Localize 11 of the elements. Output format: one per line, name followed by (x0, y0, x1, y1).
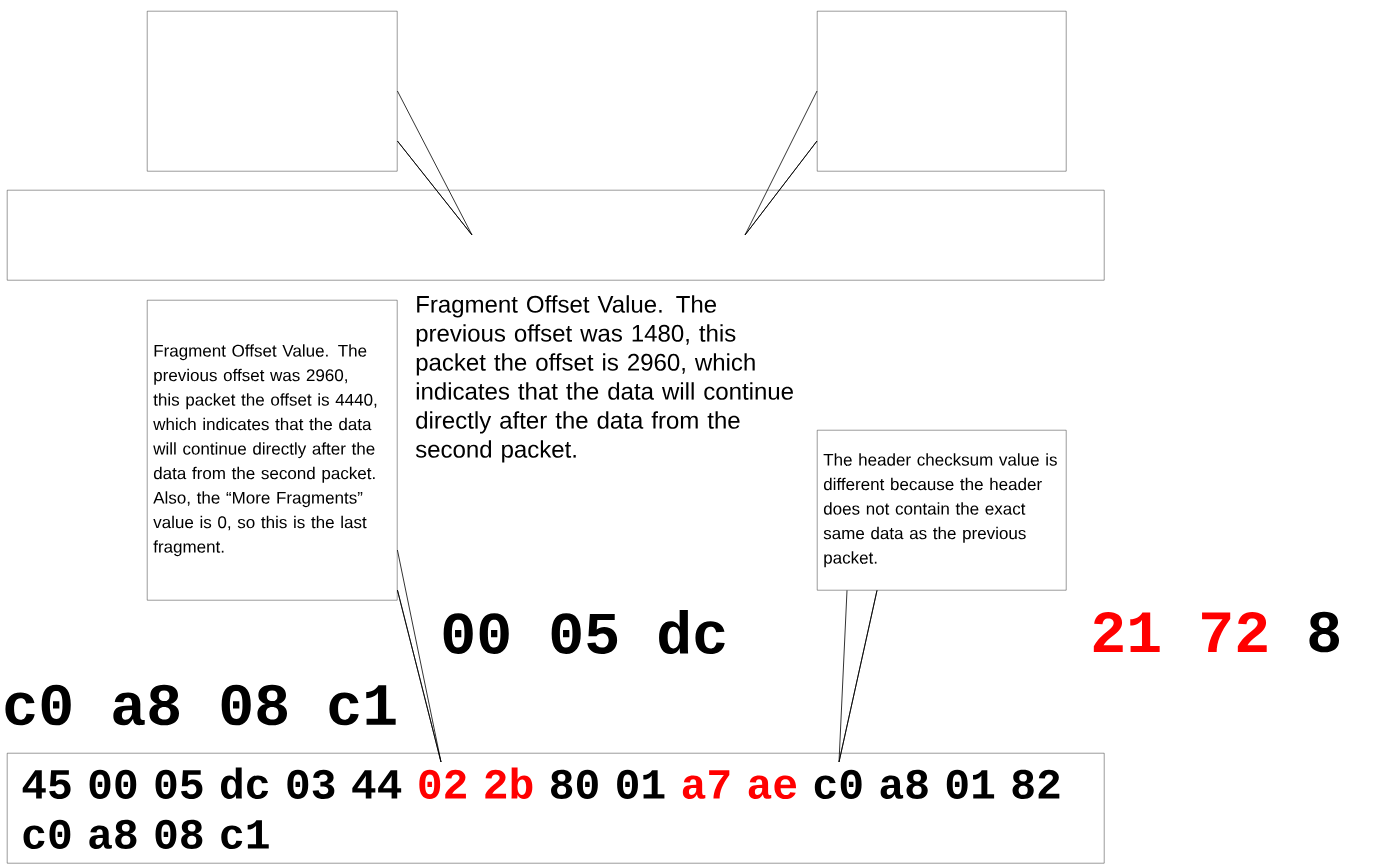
hex-bytes: 8 (1309, 611, 1340, 653)
callout-box: Fragment Offset Value. The previous offset was 2960, this packet the offset is 4440, which indicates that the data will continue directly after the data from the second packet. Also, the “More Fragments” value is 0, so this is the last fragment. (147, 300, 398, 601)
hex-bytes: 21 72 (1093, 611, 1267, 653)
callout-box (147, 11, 398, 172)
hex-bytes: c0 a8 08 c1 (5, 684, 396, 726)
callout-box: The header checksum value is different because the header does not contain the exact same data as the previous packet. (817, 430, 1067, 591)
empty-box (7, 190, 1105, 281)
hex-bytes: 00 05 dc (443, 610, 725, 655)
annotation-text: Fragment Offset Value. The previous offset was 1480, this packet the offset is 2960, which indicates that the data will continue directly after the data from the second packet. (415, 295, 793, 463)
callout-box (817, 11, 1067, 172)
hex-dump-box: 45 00 05 dc 03 44 02 2b 80 01 a7 ae c0 a8 01 82 c0 a8 08 c1 (7, 753, 1105, 864)
